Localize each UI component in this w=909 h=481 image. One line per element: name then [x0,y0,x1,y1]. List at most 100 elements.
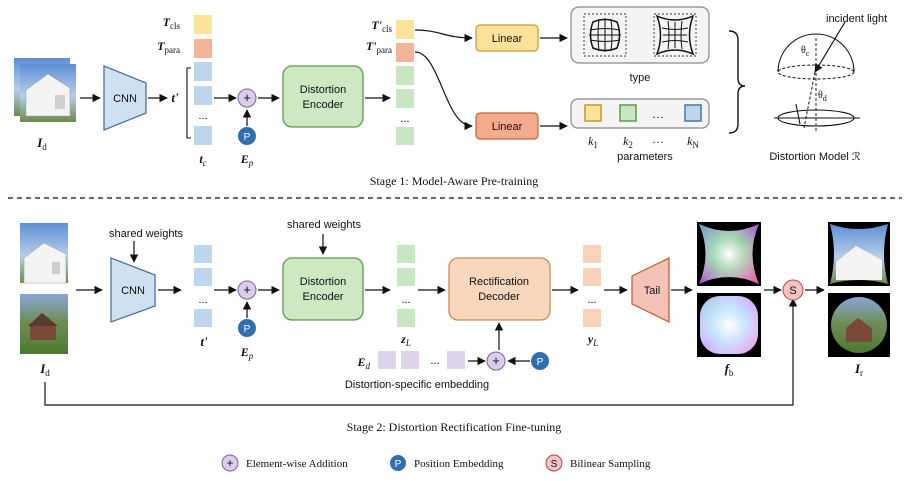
svg-text:...: ... [402,292,411,306]
stage2-z-token [397,245,415,263]
distortion-model-caption: Distortion Model ℛ [769,151,861,163]
legend-position-icon: P [390,455,406,471]
flow-map-bottom [697,293,761,357]
stage2-ir-label: Ir [854,361,863,378]
stage2-ed-token [447,351,465,369]
svg-text:…: … [652,132,664,146]
stage2-embedding-label: Distortion-specific embedding [345,379,489,391]
param-k2-swatch [619,104,637,122]
svg-text:Tail: Tail [644,285,661,297]
stage1-encoder-line1: Distortion [300,84,346,96]
stage2-caption: Stage 2: Distortion Rectification Fine-t… [347,420,562,434]
svg-text:+: + [226,456,233,470]
stage2-tail-block [631,256,670,324]
legend: + Element-wise Addition P Position Embed… [221,454,651,472]
stage1: Id CNN t' Tcls Tpara ... tc + P Ep [14,6,887,188]
stage1-input-image [14,58,76,122]
stage1-out-token-cls [396,20,414,39]
barrel-grid-icon [583,13,627,57]
stage1-tprime-label: t' [171,90,179,105]
stage2-position-embedding-icon: P [238,319,256,337]
stage2-tprime-label: t' [200,334,208,349]
legend-sampling-label: Bilinear Sampling [570,458,651,470]
legend-add-label: Element-wise Addition [246,458,348,470]
stage1-token [194,62,212,81]
stage2-y-token [583,309,601,327]
svg-text:Linear: Linear [492,33,523,45]
stage1-tpara-label: Tpara [157,39,180,55]
stage1-tcls-out-label: T'cls [371,18,392,34]
stage2-ed-add-op: + [486,351,506,371]
pincushion-grid-icon [653,13,697,57]
param-k1-label: k1 [588,134,598,150]
distortion-model-figure: incident light θc θd [774,13,887,132]
stage2-y-token [583,245,601,263]
stage1-out-token [396,66,414,85]
svg-text:...: ... [588,292,597,306]
stage2-add-op: + [237,280,257,300]
svg-text:...: ... [199,292,208,306]
stage1-out-ellipsis: ... [401,111,410,125]
svg-text:Rectification: Rectification [469,276,529,288]
stage2-input-label: Id [39,361,50,378]
stage2-encoder-block [282,257,364,321]
svg-text:P: P [537,357,544,368]
stage1-params-label: parameters [617,151,673,163]
stage1-linear-params [475,112,539,140]
stage1-token-para [194,39,212,58]
stage1-position-embedding-icon: P [238,127,256,145]
svg-text:+: + [243,282,251,297]
stage2-y-label: yL [586,332,598,348]
stage2-token [194,245,212,263]
svg-text:P: P [244,132,251,143]
stage1-cnn-label: CNN [113,93,137,105]
svg-text:Encoder: Encoder [303,291,344,303]
legend-sampling-icon: S [545,454,563,472]
legend-position-label: Position Embedding [414,458,504,470]
stage2-z-token [397,268,415,286]
svg-text:Linear: Linear [492,121,523,133]
svg-text:P: P [395,459,402,470]
stage2-ed-token [401,351,419,369]
svg-text:Distortion: Distortion [300,276,346,288]
stage1-token [194,86,212,105]
stage2-cnn-block [110,257,156,323]
stage2-output-image-bottom [828,293,890,357]
stage2-ed-label: Ed [356,355,370,371]
stage2-output-image-top [828,222,890,286]
stage1-tc-label: tc [199,152,206,168]
param-k2-label: k2 [623,134,633,150]
stage2-token [194,309,212,327]
svg-text:S: S [789,285,796,297]
svg-text:P: P [244,324,251,335]
svg-text:Decoder: Decoder [478,291,520,303]
svg-text:…: … [652,107,664,121]
stage1-encoder-block [282,65,364,128]
stage1-right-brace [728,30,746,134]
stage1-bracket [186,67,191,139]
stage1-tcls-label: Tcls [163,15,181,31]
theta-d-label: θd [818,90,827,103]
theta-c-label: θc [801,45,810,58]
stage2: Id shared weights CNN ... t' + P Ep shar… [20,219,890,434]
stage1-token-ellipsis: ... [199,108,208,122]
stage2-z-token [397,309,415,327]
stage1-linear-type [475,24,539,52]
stage1-out-token [396,127,414,145]
stage2-ep-label: Ep [240,345,254,361]
stage2-shared-weights-1: shared weights [109,228,183,240]
stage2-token [194,268,212,286]
stage2-ed-token [378,351,396,369]
stage2-input-image-top [20,223,68,284]
stage1-out-token [396,89,414,108]
skip-connection [44,298,798,406]
flow-map-top [697,222,761,286]
param-k1-swatch [584,104,602,122]
stage2-shared-weights-2: shared weights [287,219,361,231]
svg-text:+: + [492,353,500,368]
stage1-caption: Stage 1: Model-Aware Pre-training [370,174,539,188]
stage2-z-label: zL [400,332,411,348]
legend-add-icon: + [221,454,239,472]
stage1-cnn-block [103,65,147,131]
